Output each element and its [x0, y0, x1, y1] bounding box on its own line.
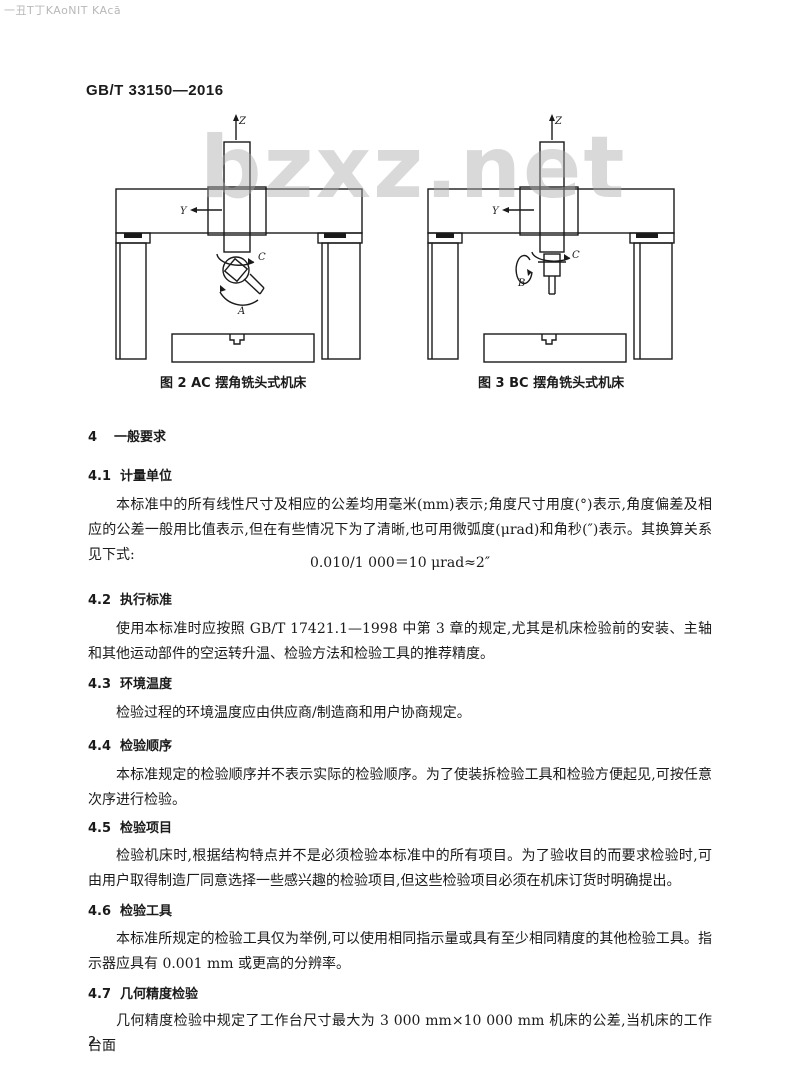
subsection-4-4-heading: 4.4 检验顺序	[88, 735, 172, 754]
fig3-axis-y-label: Y	[492, 206, 500, 217]
subsection-4-4-paragraph: 本标准规定的检验顺序并不表示实际的检验顺序。为了使装拆检验工具和检验方便起见,可…	[88, 767, 712, 808]
subsection-number: 4.2	[88, 593, 112, 608]
fig2-axis-y-label: Y	[180, 206, 188, 217]
page-number: 2	[88, 1035, 97, 1050]
subsection-number: 4.4	[88, 739, 112, 754]
section-number: 4	[88, 430, 98, 445]
subsection-number: 4.3	[88, 677, 112, 692]
subsection-number: 4.1	[88, 469, 112, 484]
subsection-4-3-heading: 4.3 环境温度	[88, 673, 172, 692]
fig3-rot-c-label: C	[572, 250, 580, 261]
subsection-4-5-paragraph: 检验机床时,根据结构特点并不是必须检验本标准中的所有项目。为了验收目的而要求检验…	[88, 848, 712, 889]
fig3-axis-z-label: Z	[554, 116, 563, 127]
fig2-rot-c-label: C	[258, 252, 266, 263]
subsection-number: 4.6	[88, 904, 112, 919]
subsection-title: 检验顺序	[120, 739, 173, 754]
figure-3-bc-machine: Z Y C B	[424, 112, 686, 368]
conversion-formula: 0.010/1 000＝10 μrad≈2″	[309, 555, 491, 571]
fig2-rot-a-label: A	[237, 306, 245, 317]
subsection-4-1-heading: 4.1 计量单位	[88, 465, 172, 484]
standard-number: GB/T 33150—2016	[86, 82, 224, 99]
subsection-4-6-paragraph: 本标准所规定的检验工具仅为举例,可以使用相同指示量或具有至少相同精度的其他检验工…	[88, 931, 712, 972]
fig2-axis-z-label: Z	[238, 116, 247, 127]
section-title: 一般要求	[114, 430, 167, 445]
figure-2-ac-machine: Z Y C A	[112, 112, 374, 368]
subsection-4-2-heading: 4.2 执行标准	[88, 589, 172, 608]
subsection-4-2-paragraph: 使用本标准时应按照 GB/T 17421.1—1998 中第 3 章的规定,尤其…	[88, 621, 712, 662]
fig3-rot-b-label: B	[517, 278, 525, 289]
subsection-number: 4.7	[88, 987, 112, 1002]
subsection-4-5-heading: 4.5 检验项目	[88, 817, 172, 836]
subsection-title: 环境温度	[120, 677, 173, 692]
subsection-title: 执行标准	[120, 593, 173, 608]
figure-3-drawing: Z Y C B	[427, 114, 675, 363]
figure-2-drawing: Z Y C A	[115, 114, 363, 363]
figure-2-caption: 图 2 AC 摆角铣头式机床	[160, 376, 307, 391]
subsection-title: 几何精度检验	[120, 987, 199, 1002]
subsection-4-7-paragraph: 几何精度检验中规定了工作台尺寸最大为 3 000 mm×10 000 mm 机床…	[88, 1013, 712, 1054]
figure-3-caption: 图 3 BC 摆角铣头式机床	[478, 376, 625, 391]
top-watermark-text: 一丑T丁KAoNIT KAcā	[4, 4, 122, 17]
subsection-title: 计量单位	[120, 469, 173, 484]
subsection-title: 检验项目	[120, 821, 173, 836]
subsection-number: 4.5	[88, 821, 112, 836]
subsection-4-3-paragraph: 检验过程的环境温度应由供应商/制造商和用户协商规定。	[116, 705, 471, 721]
subsection-4-6-heading: 4.6 检验工具	[88, 900, 172, 919]
subsection-4-7-heading: 4.7 几何精度检验	[88, 983, 198, 1002]
subsection-title: 检验工具	[120, 904, 173, 919]
subsection-4-1-paragraph: 本标准中的所有线性尺寸及相应的公差均用毫米(mm)表示;角度尺寸用度(°)表示,…	[88, 497, 712, 563]
section-4-heading: 4 一般要求	[88, 426, 166, 445]
